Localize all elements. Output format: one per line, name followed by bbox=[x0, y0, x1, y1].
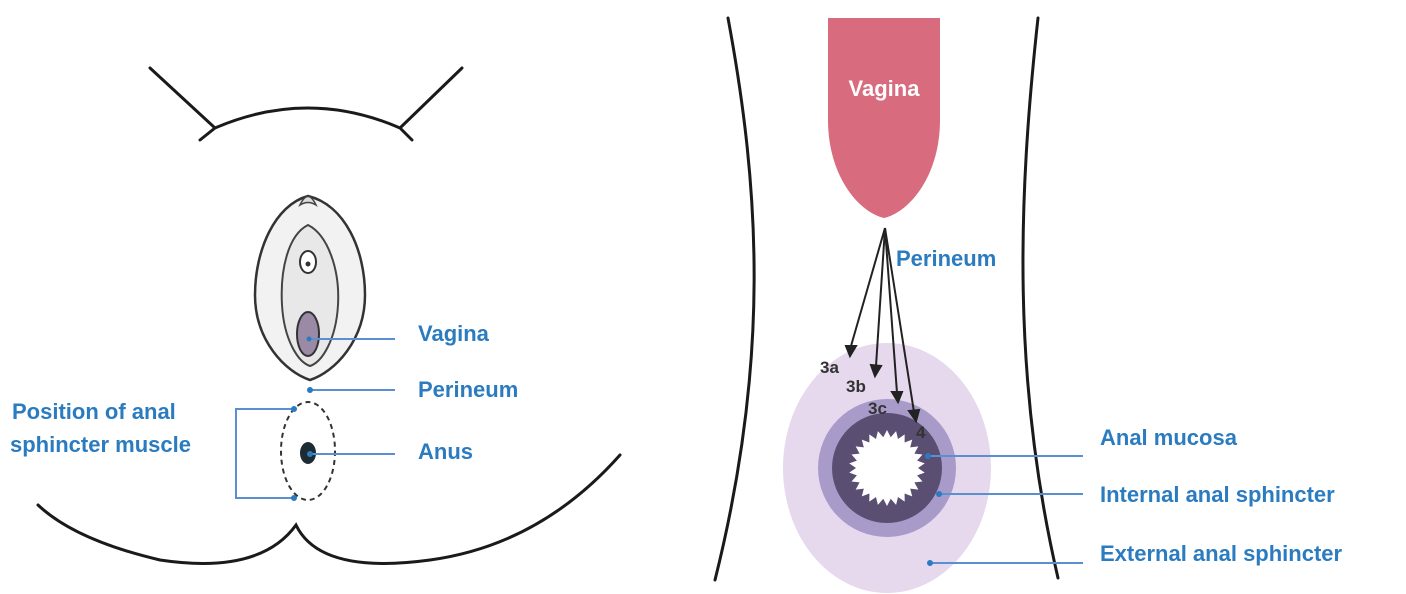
sphincter-position-label-line1: Position of anal bbox=[12, 399, 176, 424]
vagina-label: Vagina bbox=[418, 321, 490, 346]
left-panel: Vagina Perineum Anus Position of anal sp… bbox=[10, 68, 620, 563]
anus-leader-dot bbox=[307, 451, 313, 457]
clitoris-center bbox=[306, 262, 311, 267]
sphincter-bracket-dot-top bbox=[291, 406, 297, 412]
vagina-leader-dot bbox=[307, 337, 312, 342]
perineum-label-right: Perineum bbox=[896, 246, 996, 271]
sphincter-bracket bbox=[236, 409, 294, 498]
anus-label: Anus bbox=[418, 439, 473, 464]
vagina-shape bbox=[828, 18, 940, 218]
left-body-contour bbox=[715, 18, 754, 580]
upper-body-contour bbox=[150, 68, 462, 140]
tear-degree-3b: 3b bbox=[846, 377, 866, 396]
tear-arrow-3a bbox=[851, 228, 885, 346]
tear-degree-3a: 3a bbox=[820, 358, 839, 377]
tear-degree-3c: 3c bbox=[868, 399, 887, 418]
tear-degree-4: 4 bbox=[916, 423, 926, 442]
vagina-shape-label: Vagina bbox=[849, 76, 921, 101]
anal-mucosa-leader-dot bbox=[925, 453, 931, 459]
sphincter-bracket-dot-bottom bbox=[291, 495, 297, 501]
internal-anal-sphincter-label: Internal anal sphincter bbox=[1100, 482, 1335, 507]
anal-mucosa-label: Anal mucosa bbox=[1100, 425, 1238, 450]
sphincter-position-label-line2: sphincter muscle bbox=[10, 432, 191, 457]
perineum-leader-dot bbox=[307, 387, 313, 393]
internal-sphincter-leader-dot bbox=[936, 491, 942, 497]
right-panel: Vagina 3a 3b 3c 4 bbox=[715, 18, 1343, 593]
vaginal-opening bbox=[297, 312, 319, 356]
external-sphincter-leader-dot bbox=[927, 560, 933, 566]
buttocks-contour bbox=[38, 455, 620, 563]
perineum-label: Perineum bbox=[418, 377, 518, 402]
external-anal-sphincter-label: External anal sphincter bbox=[1100, 541, 1343, 566]
